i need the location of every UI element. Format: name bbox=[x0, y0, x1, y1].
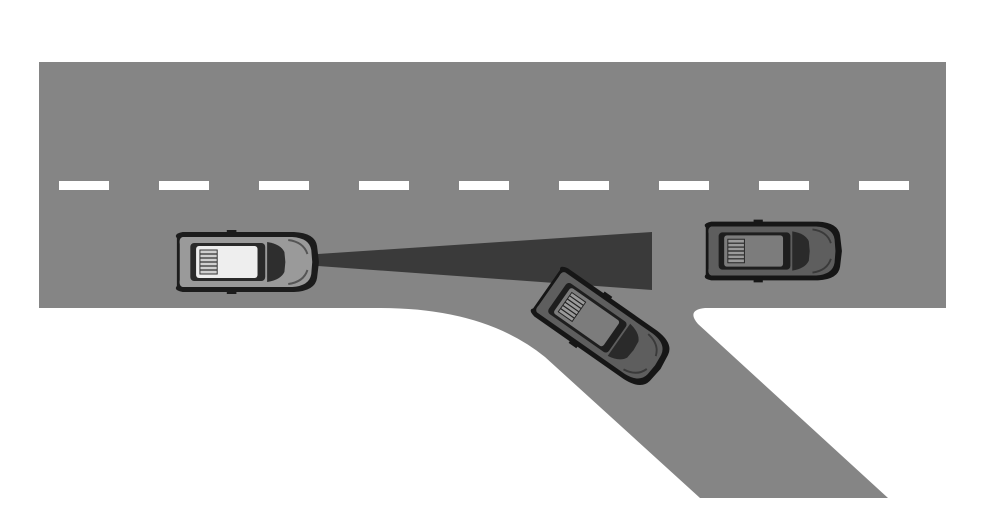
lane-dash bbox=[559, 181, 609, 190]
lane-dash bbox=[659, 181, 709, 190]
lane-dash bbox=[859, 181, 909, 190]
lane-dash bbox=[759, 181, 809, 190]
ahead-car-icon bbox=[703, 218, 843, 284]
lane-dash bbox=[359, 181, 409, 190]
lane-dash bbox=[459, 181, 509, 190]
lane-dash bbox=[159, 181, 209, 190]
ego-car-icon bbox=[174, 229, 320, 295]
road-surface bbox=[39, 62, 946, 498]
lane-dash bbox=[259, 181, 309, 190]
lane-divider-dashes bbox=[59, 181, 909, 190]
lane-dash bbox=[59, 181, 109, 190]
